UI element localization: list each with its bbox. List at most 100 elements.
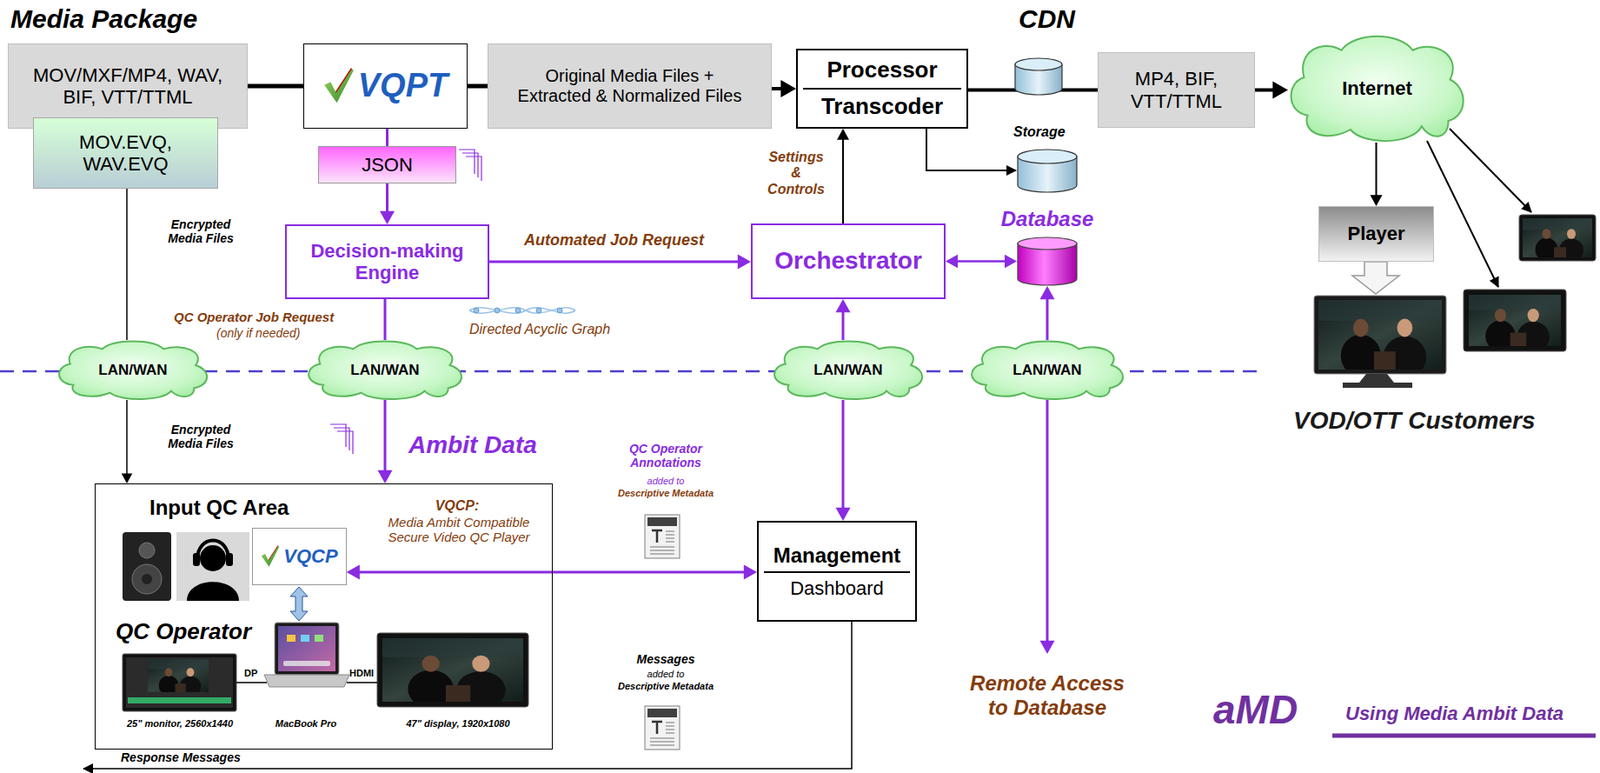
node-text: LAN/WAN	[813, 361, 883, 379]
network-cloud: LAN/WAN	[969, 339, 1126, 400]
internet-cloud: Internet	[1287, 33, 1467, 143]
laptop-screen	[1468, 294, 1561, 352]
check-mark	[324, 68, 354, 104]
annotation-label: Response Messages	[120, 750, 241, 764]
arrow-head	[780, 79, 797, 98]
player-box: Player	[1318, 205, 1435, 262]
output-files-box: MP4, BIF, VTT/TTML	[1097, 52, 1255, 128]
document-icon	[651, 530, 663, 543]
media-files-box: Original Media Files + Extracted & Norma…	[487, 43, 772, 129]
cloud-outline	[308, 341, 462, 399]
annotation-label: Directed Acyclic Graph	[469, 321, 611, 338]
cloud-outline	[774, 341, 923, 399]
cylinder-shape	[1016, 236, 1078, 286]
connector-line	[247, 84, 304, 89]
arrow-head	[1040, 640, 1056, 654]
arrow-head	[737, 254, 751, 270]
speaker-icon	[122, 531, 172, 601]
monitor	[122, 653, 237, 711]
tv-set	[1342, 382, 1413, 388]
arrow-head	[1040, 285, 1056, 299]
annotation-label: QC Operator Job Request	[173, 309, 334, 325]
document-icon	[650, 722, 675, 745]
connector-line	[842, 311, 845, 340]
annotation-label: (only if needed)	[216, 325, 301, 340]
arrow-head	[1272, 81, 1288, 100]
connector-line	[842, 399, 845, 509]
operator-icon	[176, 531, 250, 601]
connector-line	[489, 260, 739, 264]
cable	[346, 681, 378, 684]
annotation-label: QC Operator	[115, 618, 252, 645]
node-text: MP4, BIF, VTT/TTML	[1103, 67, 1249, 113]
connector	[1040, 285, 1056, 340]
decision-engine-box: Decision-making Engine	[285, 224, 490, 299]
laptop	[286, 634, 296, 642]
connector	[121, 399, 133, 484]
node-text: VQCP	[283, 544, 338, 567]
node-text: JSON	[361, 153, 413, 176]
connector	[386, 128, 388, 147]
check-accent	[268, 545, 279, 561]
network-cloud: LAN/WAN	[305, 339, 465, 400]
cylinder-top	[1017, 237, 1077, 250]
annotation-label: Encrypted Media Files	[159, 217, 242, 246]
monitor	[377, 632, 529, 710]
operator-icon	[197, 540, 229, 561]
node-text: Remote Access to Database	[957, 670, 1137, 719]
node-text: Dashboard	[790, 577, 884, 599]
annotation-label: added to	[611, 475, 720, 487]
annotation-label: added to	[611, 668, 720, 680]
document-icon	[647, 708, 678, 718]
stream-arrow	[1449, 128, 1532, 213]
divider-line	[763, 570, 910, 573]
operator-icon	[192, 552, 200, 566]
connector	[836, 399, 851, 521]
arrow-head	[346, 564, 360, 580]
monitor	[147, 658, 209, 697]
arrow-head	[836, 298, 851, 313]
node-text: Management	[773, 543, 902, 568]
document-icon	[650, 531, 675, 554]
connector-line	[384, 399, 387, 472]
tablet-screen	[1522, 218, 1593, 262]
check-logo	[323, 66, 355, 106]
annotation-label: Ambit Data	[408, 431, 538, 459]
dag-graphic	[469, 307, 576, 313]
connector	[945, 254, 1017, 269]
encrypted-package-box: MOV.EVQ, WAV.EVQ	[33, 117, 219, 189]
monitor	[127, 697, 232, 704]
media-package-box: MOV/MXF/MP4, WAV, BIF, VTT/TTML	[7, 43, 248, 129]
annotation-label: Settings & Controls	[764, 149, 828, 198]
annotation-label: VQCP:	[411, 497, 503, 514]
laptop-screen	[1463, 289, 1567, 352]
annotation-label: 25" monitor, 2560x1440	[109, 717, 251, 730]
processor-box: ProcessorTranscoder	[796, 48, 969, 129]
laptop	[283, 660, 331, 666]
file-stack-icon	[330, 424, 353, 454]
annotation-label: DP	[244, 667, 258, 679]
node-text: MOV/MXF/MP4, WAV, BIF, VTT/TTML	[21, 64, 234, 109]
divider-line	[803, 87, 962, 90]
dag-graphic	[515, 307, 521, 313]
node-text: Decision-making Engine	[292, 239, 483, 285]
storage-cylinder	[1017, 149, 1077, 193]
arrow-head	[121, 472, 133, 484]
dag-graphic	[536, 307, 542, 313]
connector	[385, 298, 386, 340]
laptop	[278, 625, 336, 671]
database-heading: Database	[1001, 206, 1095, 232]
link-arrow	[290, 586, 308, 621]
arrow-head	[1370, 194, 1383, 206]
connector-line	[1046, 399, 1049, 642]
annotation-label: 47" display, 1920x1080	[387, 717, 529, 730]
connector	[378, 399, 393, 484]
annotation-label: Media Package	[10, 4, 198, 35]
cloud-outline	[971, 341, 1123, 399]
laptop	[264, 674, 350, 687]
node-text: Original Media Files + Extracted & Norma…	[508, 66, 752, 107]
annotation-label: Descriptive Metadata	[603, 487, 729, 499]
connector-line	[126, 188, 128, 340]
connector-line	[126, 399, 128, 474]
